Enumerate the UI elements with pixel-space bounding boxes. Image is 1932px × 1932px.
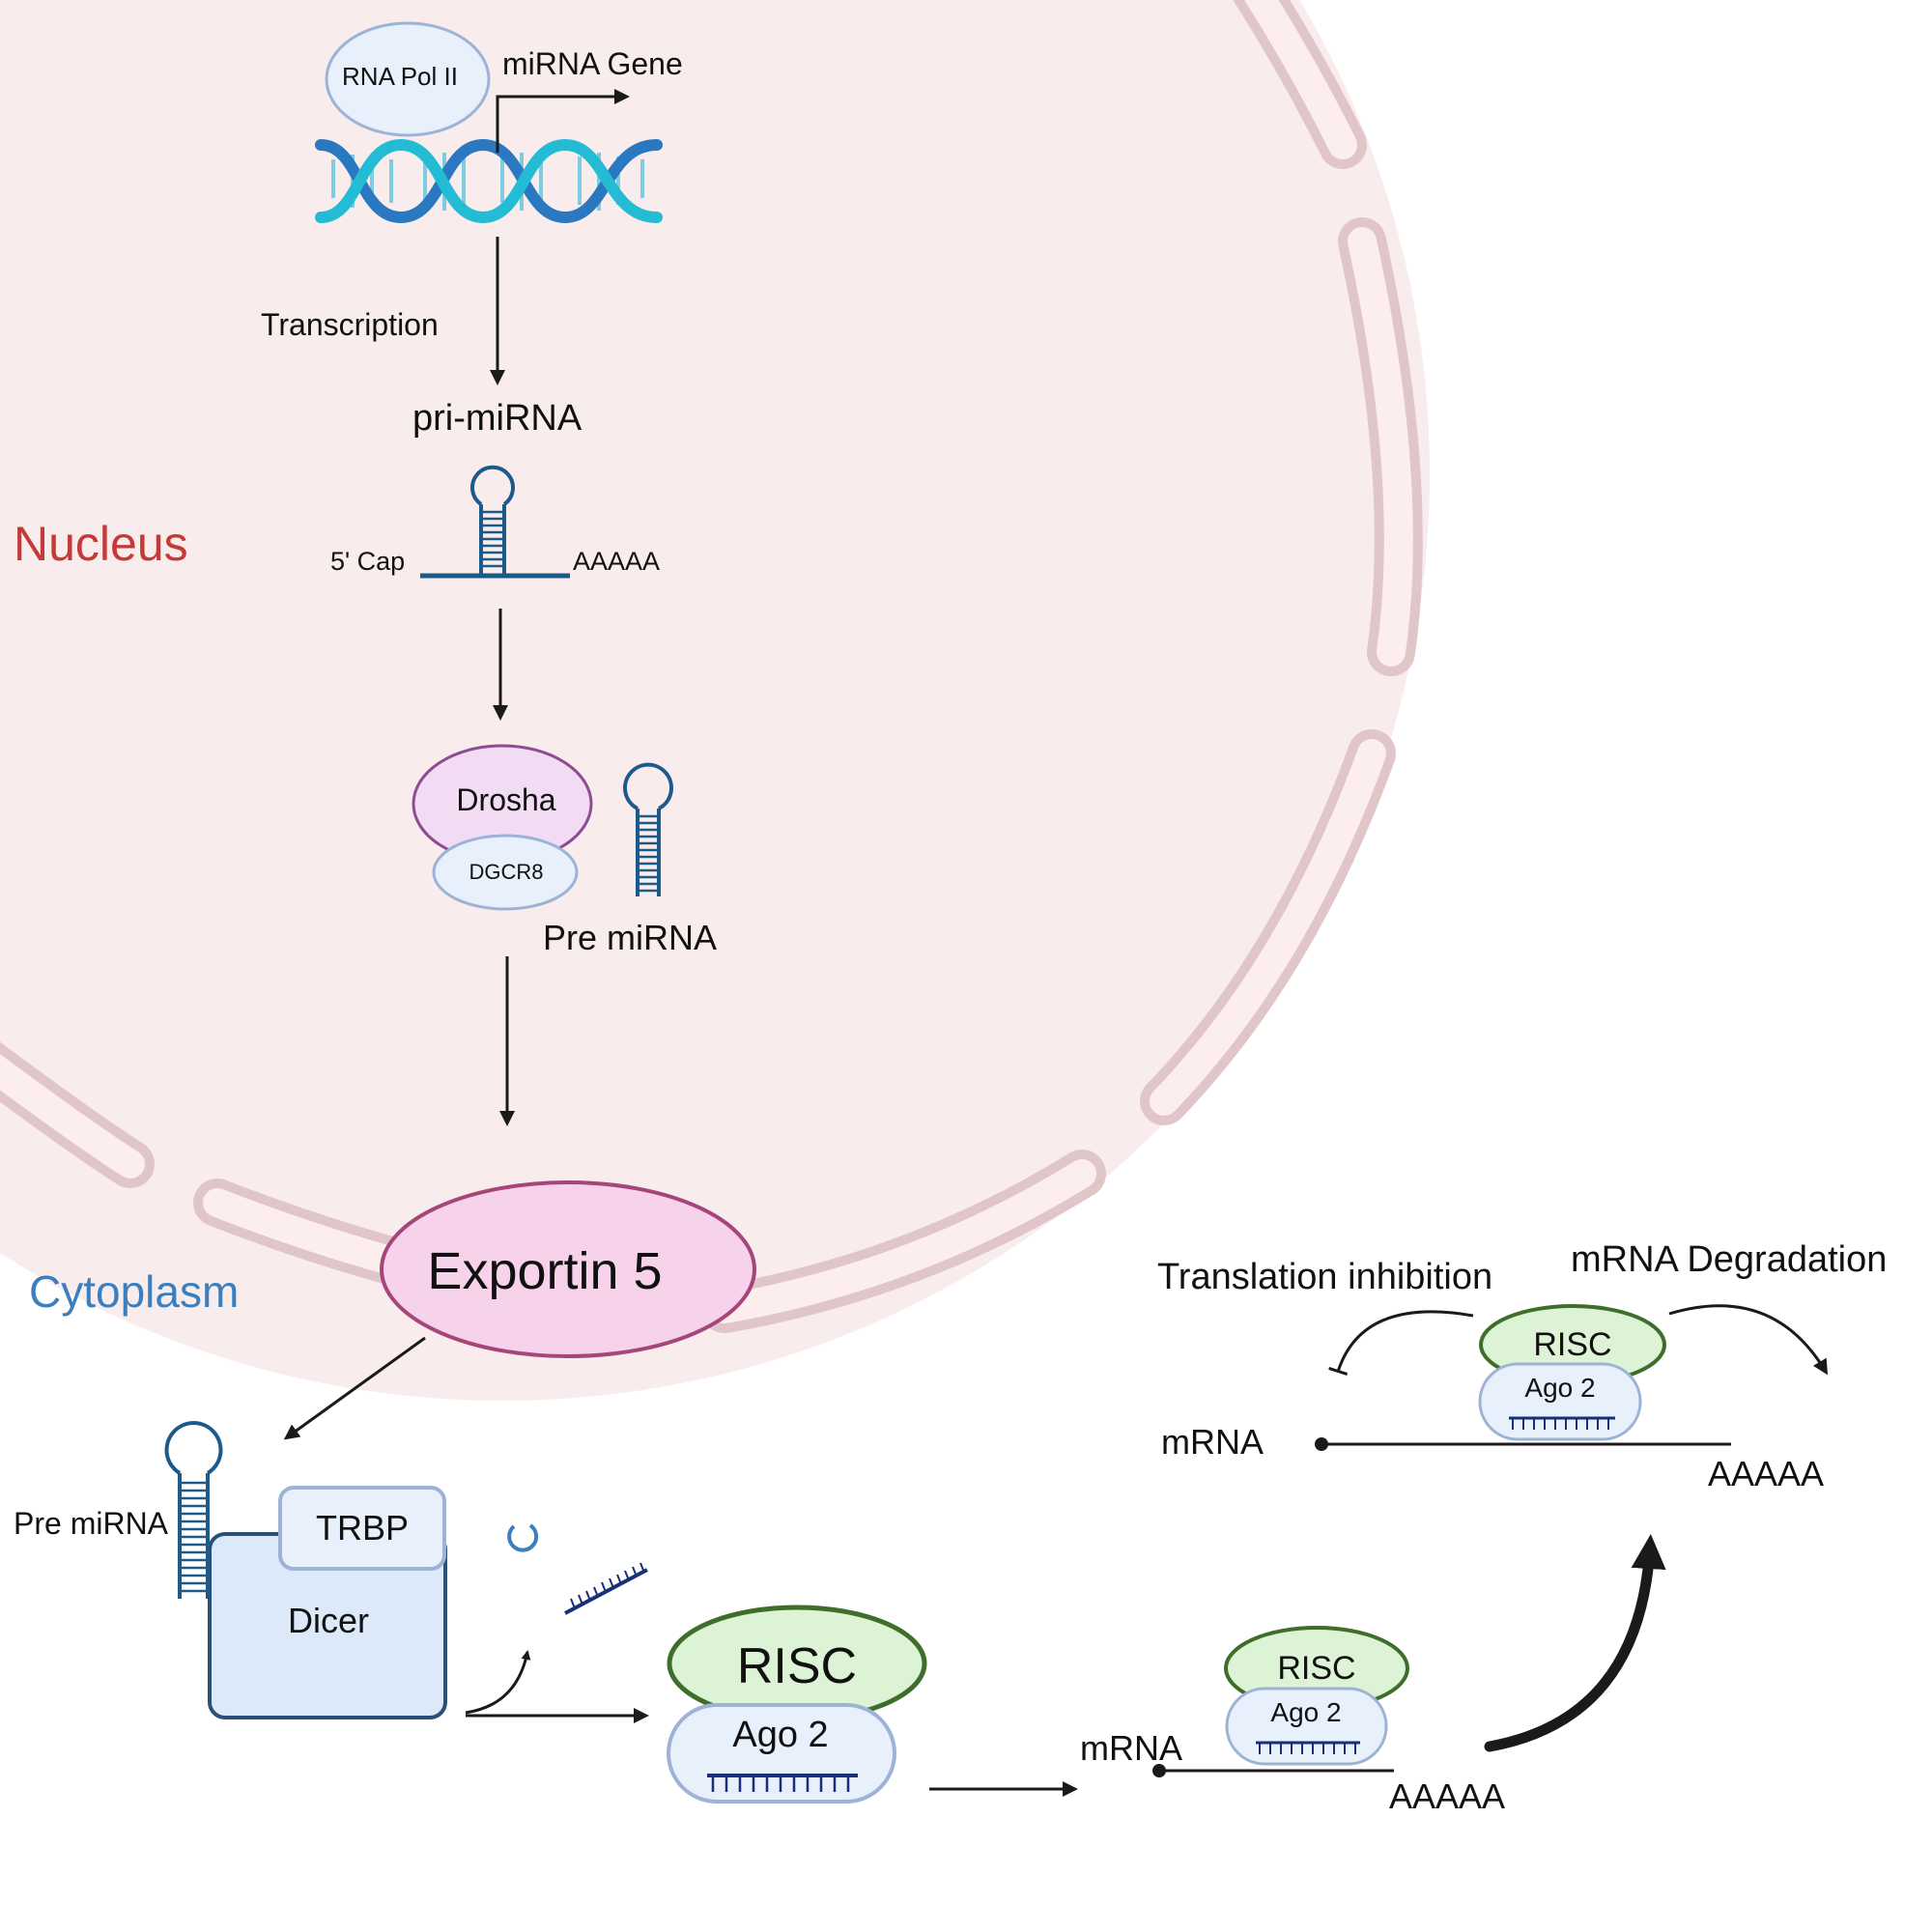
five-cap-label: 5' Cap <box>330 547 405 576</box>
loop-fragment <box>507 1523 539 1552</box>
exportin-5: Exportin 5 <box>380 1180 756 1358</box>
nucleus-label: Nucleus <box>14 517 188 571</box>
risc-mid: RISC Ago 2 <box>1224 1626 1409 1766</box>
risc-mid-label: RISC <box>1277 1650 1355 1687</box>
mrna-top-label: mRNA <box>1161 1422 1264 1462</box>
ago-mid-box <box>1225 1687 1388 1766</box>
exportin-label: Exportin 5 <box>427 1242 662 1300</box>
risc-top: RISC Ago 2 <box>1478 1304 1666 1441</box>
trbp-label: TRBP <box>316 1508 409 1548</box>
rna-pol-ii-label: RNA Pol II <box>342 62 458 91</box>
trbp-box <box>278 1486 446 1571</box>
pri-mirna-label: pri-miRNA <box>412 398 582 439</box>
cytoplasm-label: Cytoplasm <box>29 1266 239 1317</box>
risc-main-label: RISC <box>737 1638 857 1694</box>
gene-start-arrow <box>496 89 630 153</box>
dgcr8-label: DGCR8 <box>469 860 543 884</box>
pri-polya-label: AAAAA <box>573 547 660 576</box>
dna-helix <box>315 138 663 224</box>
pre-mirna-cytoplasm-label: Pre miRNA <box>14 1506 169 1541</box>
mrna-top-strand <box>1315 1437 1731 1451</box>
nuclear-envelope <box>0 0 1423 1333</box>
mirna-duplex-fragment <box>564 1562 648 1615</box>
risc-top-label: RISC <box>1533 1326 1611 1363</box>
risc-main: RISC Ago 2 <box>667 1605 927 1804</box>
mrna-mid-polya-label: AAAAA <box>1389 1776 1505 1816</box>
dicer-complex: Dicer TRBP <box>208 1486 447 1719</box>
dicer-label: Dicer <box>288 1601 369 1640</box>
rna-pol-ii: RNA Pol II <box>325 21 491 137</box>
ago-mid-label: Ago 2 <box>1270 1697 1341 1727</box>
inhibition-arrow <box>1328 1310 1474 1377</box>
to-dicer-arrow <box>283 1336 426 1440</box>
ago-main-label: Ago 2 <box>732 1715 828 1755</box>
pre-mirna-hairpin-cytoplasm <box>164 1421 223 1599</box>
pri-mirna-structure <box>420 465 570 579</box>
mrna-degradation-label: mRNA Degradation <box>1571 1239 1887 1280</box>
transcription-label: Transcription <box>261 307 439 342</box>
mrna-top-polya-label: AAAAA <box>1708 1454 1824 1493</box>
nucleus <box>0 0 1430 1401</box>
translation-inhibition-label: Translation inhibition <box>1157 1257 1492 1297</box>
pre-mirna-hairpin-nucleus <box>623 762 673 896</box>
drosha-complex: Drosha DGCR8 <box>412 744 593 911</box>
degradation-arrow <box>1668 1304 1829 1376</box>
ago-top-box <box>1478 1362 1642 1441</box>
pre-mirna-nucleus-label: Pre miRNA <box>543 918 717 957</box>
mirna-gene-label: miRNA Gene <box>502 46 683 81</box>
mrna-mid-label: mRNA <box>1080 1728 1182 1768</box>
drosha-label: Drosha <box>456 782 555 817</box>
outcome-arrow <box>1484 1534 1666 1752</box>
ago-top-label: Ago 2 <box>1524 1373 1595 1403</box>
to-fragments-arrow <box>465 1650 531 1715</box>
nucleus-interior <box>0 0 1430 1401</box>
mrna-mid-strand <box>1152 1764 1394 1777</box>
